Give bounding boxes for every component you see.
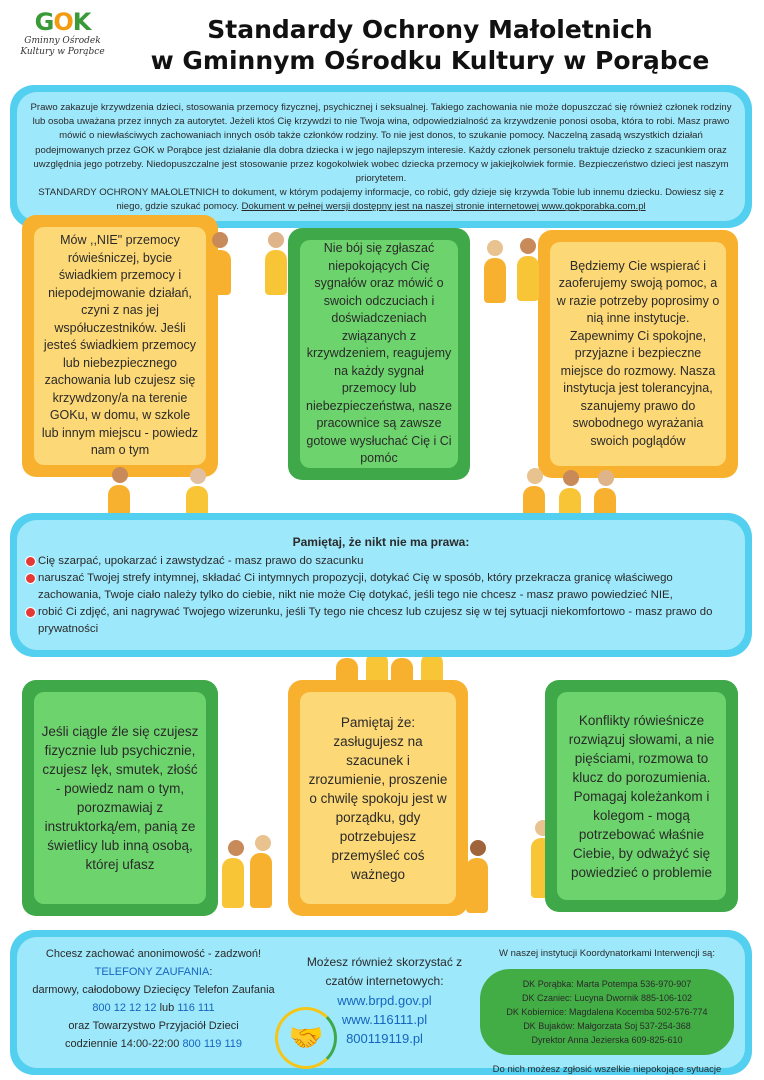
colon: : — [209, 966, 213, 978]
coordinators-list: DK Porąbka: Marta Potempa 536-970-907 DK… — [480, 969, 734, 1055]
stop-icon — [25, 573, 36, 584]
intro-box: Prawo zakazuje krzywdzenia dzieci, stoso… — [10, 85, 752, 228]
website-link[interactable]: Dokument w pełnej wersji dostępny jest n… — [241, 201, 646, 213]
rights-item-text: naruszać Twojej strefy intymnej, składać… — [38, 572, 673, 601]
chat-link[interactable]: www.116111.pl — [341, 1012, 428, 1027]
helpline-desc: darmowy, całodobowy Dziecięcy Telefon Za… — [32, 984, 275, 996]
rights-item: robić Ci zdjęć, ani nagrywać Twojego wiz… — [25, 604, 737, 638]
card-text: Konflikty rówieśnicze rozwiązuj słowami,… — [557, 692, 726, 900]
card-text: Jeśli ciągle źle się czujesz fizycznie l… — [34, 692, 206, 904]
hours-text: codziennie 14:00-22:00 — [65, 1038, 183, 1050]
coordinator: DK Czaniec: Lucyna Dwornik 885-106-102 — [521, 993, 693, 1003]
page-title: Standardy Ochrony Małoletnich w Gminnym … — [110, 14, 750, 76]
helplines-title: TELEFONY ZAUFANIA — [94, 966, 210, 978]
handshake-icon: 🤝 — [275, 1007, 337, 1069]
tpd-text: oraz Towarzystwo Przyjaciół Dzieci — [68, 1020, 239, 1032]
rights-heading: Pamiętaj, że nikt nie ma prawa: — [292, 535, 470, 549]
gok-logo: GOK Gminny Ośrodek Kultury w Porąbce — [10, 8, 115, 68]
card-say-no: Mów ,,NIE" przemocy rówieśniczej, bycie … — [22, 215, 218, 477]
rights-item: Cię szarpać, upokarzać i zawstydzać - ma… — [25, 553, 737, 570]
card-conflicts: Konflikty rówieśnicze rozwiązuj słowami,… — [545, 680, 738, 912]
card-text: Będziemy Cie wspierać i zaoferujemy swoj… — [550, 242, 726, 466]
or-text: lub — [156, 1002, 178, 1014]
stop-icon — [25, 607, 36, 618]
rights-item-text: robić Ci zdjęć, ani nagrywać Twojego wiz… — [38, 606, 713, 635]
logo-mark: GOK — [34, 8, 92, 36]
coordinator: DK Porąbka: Marta Potempa 536-970-907 — [522, 979, 692, 989]
stop-icon — [25, 556, 36, 567]
footer-box: Chcesz zachować anonimowość - zadzwoń! T… — [10, 930, 752, 1075]
intro-standards: STANDARDY OCHRONY MAŁOLETNICH to dokumen… — [38, 187, 724, 213]
logo-subtitle: Gminny Ośrodek Kultury w Porąbce — [20, 36, 105, 57]
rights-box: Pamiętaj, że nikt nie ma prawa: Cię szar… — [10, 513, 752, 657]
card-support: Będziemy Cie wspierać i zaoferujemy swoj… — [538, 230, 738, 478]
phone-number[interactable]: 800 119 119 — [182, 1038, 242, 1050]
title-line-1: Standardy Ochrony Małoletnich — [207, 15, 653, 44]
chat-link[interactable]: 800119119.pl — [346, 1031, 423, 1046]
title-line-2: w Gminnym Ośrodku Kultury w Porąbce — [150, 46, 710, 75]
card-remember: Pamiętaj że: zasługujesz na szacunek i z… — [288, 680, 468, 916]
helpline-intro: Chcesz zachować anonimowość - zadzwoń! — [45, 948, 262, 960]
card-text: Nie bój się zgłaszać niepokojących Cię s… — [300, 240, 458, 468]
chats: Możesz również skorzystać z czatów inter… — [302, 953, 467, 1048]
coordinator: Dyrektor Anna Jezierska 609-825-610 — [531, 1035, 683, 1045]
card-feel-bad: Jeśli ciągle źle się czujesz fizycznie l… — [22, 680, 218, 916]
rights-item-text: Cię szarpać, upokarzać i zawstydzać - ma… — [38, 555, 364, 567]
card-dont-be-afraid: Nie bój się zgłaszać niepokojących Cię s… — [288, 228, 470, 480]
card-text: Pamiętaj że: zasługujesz na szacunek i z… — [300, 692, 456, 904]
phone-number[interactable]: 800 12 12 12 — [92, 1002, 157, 1014]
coordinator: DK Bujaków: Małgorzata Soj 537-254-368 — [523, 1021, 691, 1031]
coordinators-note: Do nich możesz zgłosić wszelkie niepokoj… — [492, 1064, 722, 1075]
chat-link[interactable]: www.brpd.gov.pl — [337, 993, 432, 1008]
intro-paragraph: Prawo zakazuje krzywdzenia dzieci, stoso… — [30, 102, 732, 185]
helplines: Chcesz zachować anonimowość - zadzwoń! T… — [21, 945, 286, 1053]
coordinators: W naszej instytucji Koordynatorkami Inte… — [472, 945, 742, 1079]
coordinator: DK Kobiernice: Magdalena Kocemba 502-576… — [506, 1007, 708, 1017]
rights-item: naruszać Twojej strefy intymnej, składać… — [25, 570, 737, 604]
phone-number[interactable]: 116 111 — [177, 1002, 215, 1014]
card-text: Mów ,,NIE" przemocy rówieśniczej, bycie … — [34, 227, 206, 465]
coordinators-heading: W naszej instytucji Koordynatorkami Inte… — [499, 948, 715, 959]
chats-intro: Możesz również skorzystać z czatów inter… — [306, 955, 463, 988]
